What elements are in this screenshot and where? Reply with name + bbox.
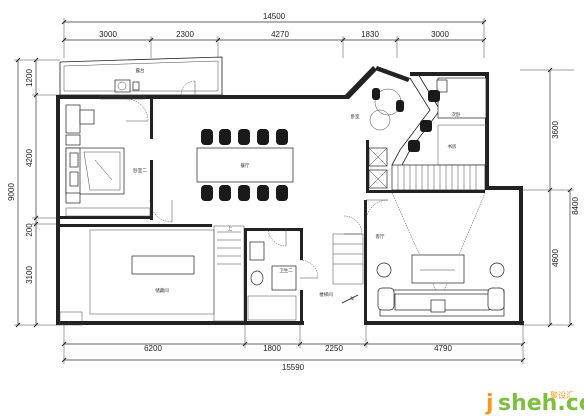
bath-small-label: 卫生二: [279, 267, 293, 274]
top-seg-3: 4270: [271, 30, 289, 39]
exterior-walls: [56, 56, 524, 325]
interior-walls: [60, 99, 485, 323]
top-seg-5: 3000: [431, 30, 449, 39]
watermark-logo: j sheh.com 聚设汇: [485, 390, 584, 416]
bedroom-r2-label: 书房: [448, 143, 457, 150]
north-label: N: [350, 296, 353, 302]
bottom-seg-4: 4790: [434, 344, 452, 353]
left-seg-2: 4200: [25, 149, 34, 167]
right-seg-2: 4600: [551, 249, 560, 267]
logo-cn: 聚设汇: [550, 390, 574, 400]
living-room: 客厅 N: [341, 192, 505, 317]
top-seg-2: 2300: [176, 30, 194, 39]
lower-left-room: 储藏间 上: [59, 225, 241, 326]
right-seg-1: 3600: [551, 121, 560, 139]
right-total-dim: 8400: [571, 197, 580, 215]
top-seg-1: 3000: [99, 30, 117, 39]
bedroom-r1-label: 次卧: [452, 111, 461, 118]
bottom-seg-2: 1800: [263, 344, 281, 353]
stair-up-label: 上: [228, 225, 233, 232]
bedroom-2: 卧室二: [65, 98, 173, 223]
living-upper-label: 卧室: [351, 113, 360, 120]
top-total-dim: 14500: [263, 12, 286, 21]
study-label: 储藏间: [155, 287, 169, 294]
bathroom-small: 卫生二: [247, 227, 319, 321]
dining-table: [196, 147, 294, 183]
bottom-seg-3: 2250: [325, 344, 343, 353]
left-seg-4: 3100: [25, 266, 34, 284]
top-right-rooms: 卧室 次卧 书房: [351, 77, 487, 191]
bedroom2-label: 卧室二: [133, 167, 147, 174]
living-label: 客厅: [376, 233, 385, 240]
stairwell-label: 楼梯间: [319, 291, 333, 298]
bottom-dimensions: 6200 1800 2250 4790 15590: [61, 325, 526, 372]
dining-room: 餐厅: [196, 129, 294, 201]
bottom-seg-1: 6200: [144, 344, 162, 353]
balcony: 露台: [99, 67, 196, 100]
left-seg-1: 1200: [25, 69, 34, 87]
logo-domain: sheh.com: [498, 391, 584, 416]
dining-label: 餐厅: [241, 162, 250, 169]
left-dimensions: 9000 1200 4200 200 3100: [7, 57, 60, 328]
stairwell: 楼梯间: [319, 215, 364, 298]
right-dimensions: 3600 4600 8400: [520, 67, 580, 328]
top-dimensions: 14500 3000 2300 4270 1830 3000: [61, 12, 487, 58]
left-seg-3: 200: [25, 223, 34, 237]
balcony-label: 露台: [136, 67, 145, 74]
left-total-dim: 9000: [7, 183, 16, 201]
bottom-total-dim: 15590: [282, 363, 305, 372]
logo-j: j: [485, 391, 494, 416]
top-seg-4: 1830: [361, 30, 379, 39]
